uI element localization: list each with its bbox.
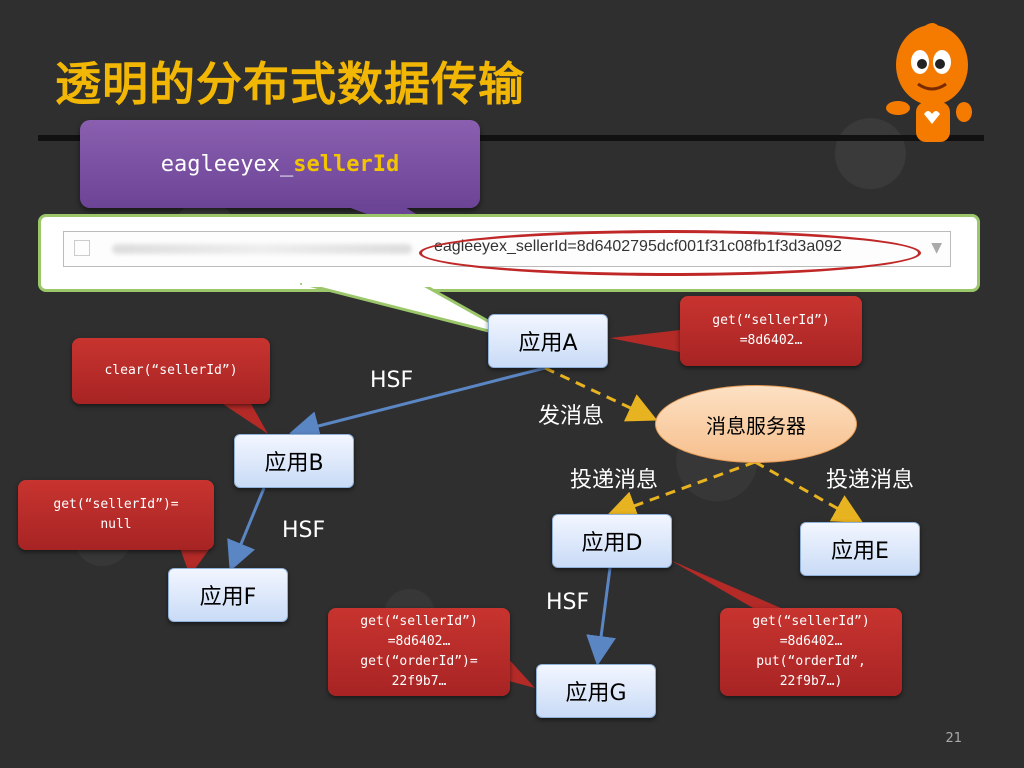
address-bar[interactable]: eagleeyex_sellerId=8d6402795dcf001f31c08… — [63, 230, 951, 276]
note-d-pointer — [670, 560, 790, 612]
edge-d-g — [586, 567, 616, 666]
note-b-pointer — [220, 402, 268, 434]
highlight-oval — [419, 230, 921, 276]
dropdown-arrow-icon[interactable]: ▼ — [931, 240, 942, 256]
title-divider — [38, 135, 984, 141]
label-hsf-b-f: HSF — [282, 518, 326, 543]
note-app-g: get(“sellerId”) =8d6402… get(“orderId”)=… — [328, 608, 510, 696]
label-send-message: 发消息 — [538, 404, 605, 429]
cookie-key-callout: eagleeyex_sellerId — [80, 120, 480, 208]
node-app-a: 应用A — [488, 314, 608, 368]
note-app-a: get(“sellerId”) =8d6402… — [680, 296, 862, 366]
label-deliver-d: 投递消息 — [570, 468, 659, 493]
node-message-server: 消息服务器 — [655, 385, 857, 463]
node-app-g: 应用G — [536, 664, 656, 718]
taobao-mascot-logo — [886, 22, 972, 142]
label-deliver-e: 投递消息 — [826, 468, 915, 493]
page-icon — [74, 240, 90, 256]
node-app-d: 应用D — [552, 514, 672, 568]
cookie-prefix: eagleeyex_ — [160, 151, 294, 177]
browser-callout-pointer — [300, 283, 521, 341]
node-app-b: 应用B — [234, 434, 354, 488]
blurred-url-portion — [112, 244, 412, 254]
note-app-b: clear(“sellerId”) — [72, 338, 270, 404]
label-hsf-d-g: HSF — [546, 590, 590, 615]
page-number: 21 — [945, 731, 962, 746]
slide-title: 透明的分布式数据传输 — [55, 57, 525, 111]
node-app-f: 应用F — [168, 568, 288, 622]
label-hsf-a-b: HSF — [370, 368, 414, 393]
edge-a-b — [289, 366, 546, 441]
note-a-pointer — [610, 330, 680, 352]
note-app-f: get(“sellerId”)= null — [18, 480, 214, 550]
edge-b-f — [227, 487, 266, 572]
browser-url-callout: eagleeyex_sellerId=8d6402795dcf001f31c08… — [38, 214, 980, 292]
cookie-key: sellerId — [293, 151, 400, 177]
node-app-e: 应用E — [800, 522, 920, 576]
note-app-d: get(“sellerId”) =8d6402… put(“orderId”, … — [720, 608, 902, 696]
